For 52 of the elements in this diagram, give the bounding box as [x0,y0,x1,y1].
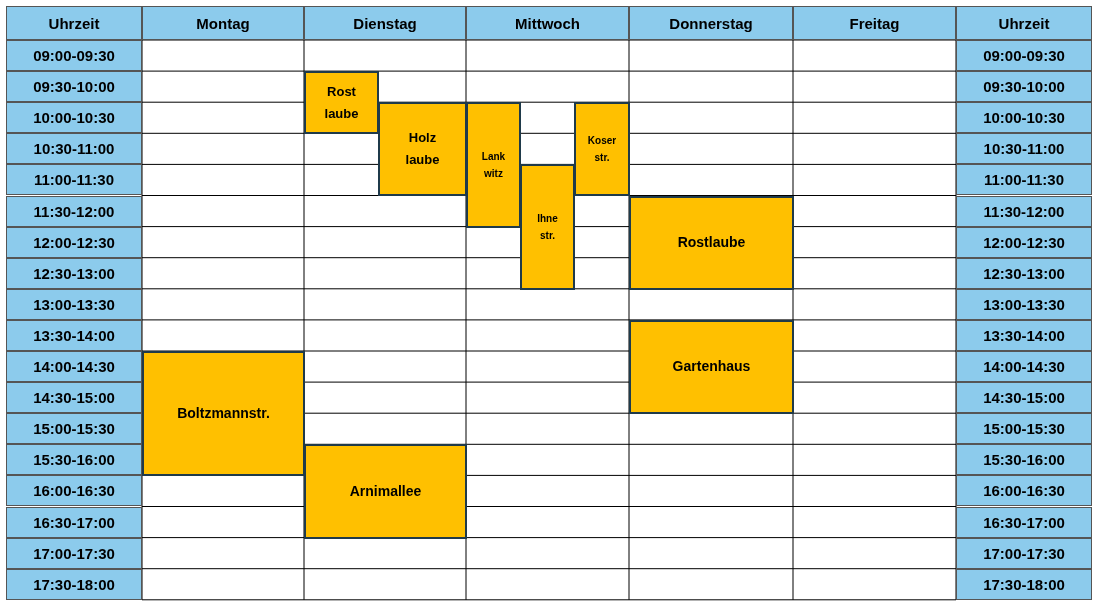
time-slot: 15:00-15:30 [956,413,1092,445]
time-slot: 12:30-13:00 [6,257,142,289]
course-block: Boltzmannstr. [142,351,305,477]
time-slot: 15:30-16:00 [956,444,1092,476]
time-slot: 14:00-14:30 [956,351,1092,383]
time-slot: 16:00-16:30 [6,475,142,507]
time-slot: 11:00-11:30 [956,164,1092,196]
time-slot: 13:30-14:00 [6,319,142,351]
time-slot: 17:30-18:00 [6,568,142,600]
time-slot: 09:30-10:00 [6,71,142,103]
time-slot: 10:30-11:00 [956,133,1092,165]
time-slot: 17:30-18:00 [956,568,1092,600]
column-header: Uhrzeit [956,6,1092,40]
course-block: Rostlaube [629,195,794,290]
column-header: Uhrzeit [6,6,142,40]
time-slot: 13:00-13:30 [956,288,1092,320]
time-slot: 09:30-10:00 [956,71,1092,103]
time-slot: 15:30-16:00 [6,444,142,476]
day-header: Dienstag [304,6,466,40]
time-slot: 14:30-15:00 [956,382,1092,414]
time-slot: 11:30-12:00 [6,195,142,227]
time-slot: 16:30-17:00 [956,506,1092,538]
course-block: Arnimallee [304,444,467,539]
time-slot: 11:30-12:00 [956,195,1092,227]
time-slot: 09:00-09:30 [956,40,1092,72]
time-slot: 12:00-12:30 [6,226,142,258]
time-slot: 16:00-16:30 [956,475,1092,507]
time-slot: 15:00-15:30 [6,413,142,445]
time-slot: 13:00-13:30 [6,288,142,320]
day-header: Montag [142,6,304,40]
course-block: Lank witz [466,102,521,228]
course-block: Gartenhaus [629,319,794,415]
time-slot: 12:30-13:00 [956,257,1092,289]
course-block: Holz laube [378,102,467,197]
course-block: Ihne str. [520,164,575,290]
time-slot: 11:00-11:30 [6,164,142,196]
day-header: Mittwoch [466,6,629,40]
time-slot: 14:30-15:00 [6,382,142,414]
time-slot: 10:30-11:00 [6,133,142,165]
day-header: Freitag [793,6,956,40]
time-slot: 12:00-12:30 [956,226,1092,258]
course-block: Rost laube [304,71,379,135]
time-slot: 17:00-17:30 [6,537,142,569]
time-slot: 17:00-17:30 [956,537,1092,569]
time-slot: 13:30-14:00 [956,319,1092,351]
time-slot: 10:00-10:30 [956,102,1092,134]
time-slot: 10:00-10:30 [6,102,142,134]
course-block: Koser str. [574,102,630,197]
time-slot: 09:00-09:30 [6,40,142,72]
day-header: Donnerstag [629,6,793,40]
time-slot: 16:30-17:00 [6,506,142,538]
time-slot: 14:00-14:30 [6,351,142,383]
